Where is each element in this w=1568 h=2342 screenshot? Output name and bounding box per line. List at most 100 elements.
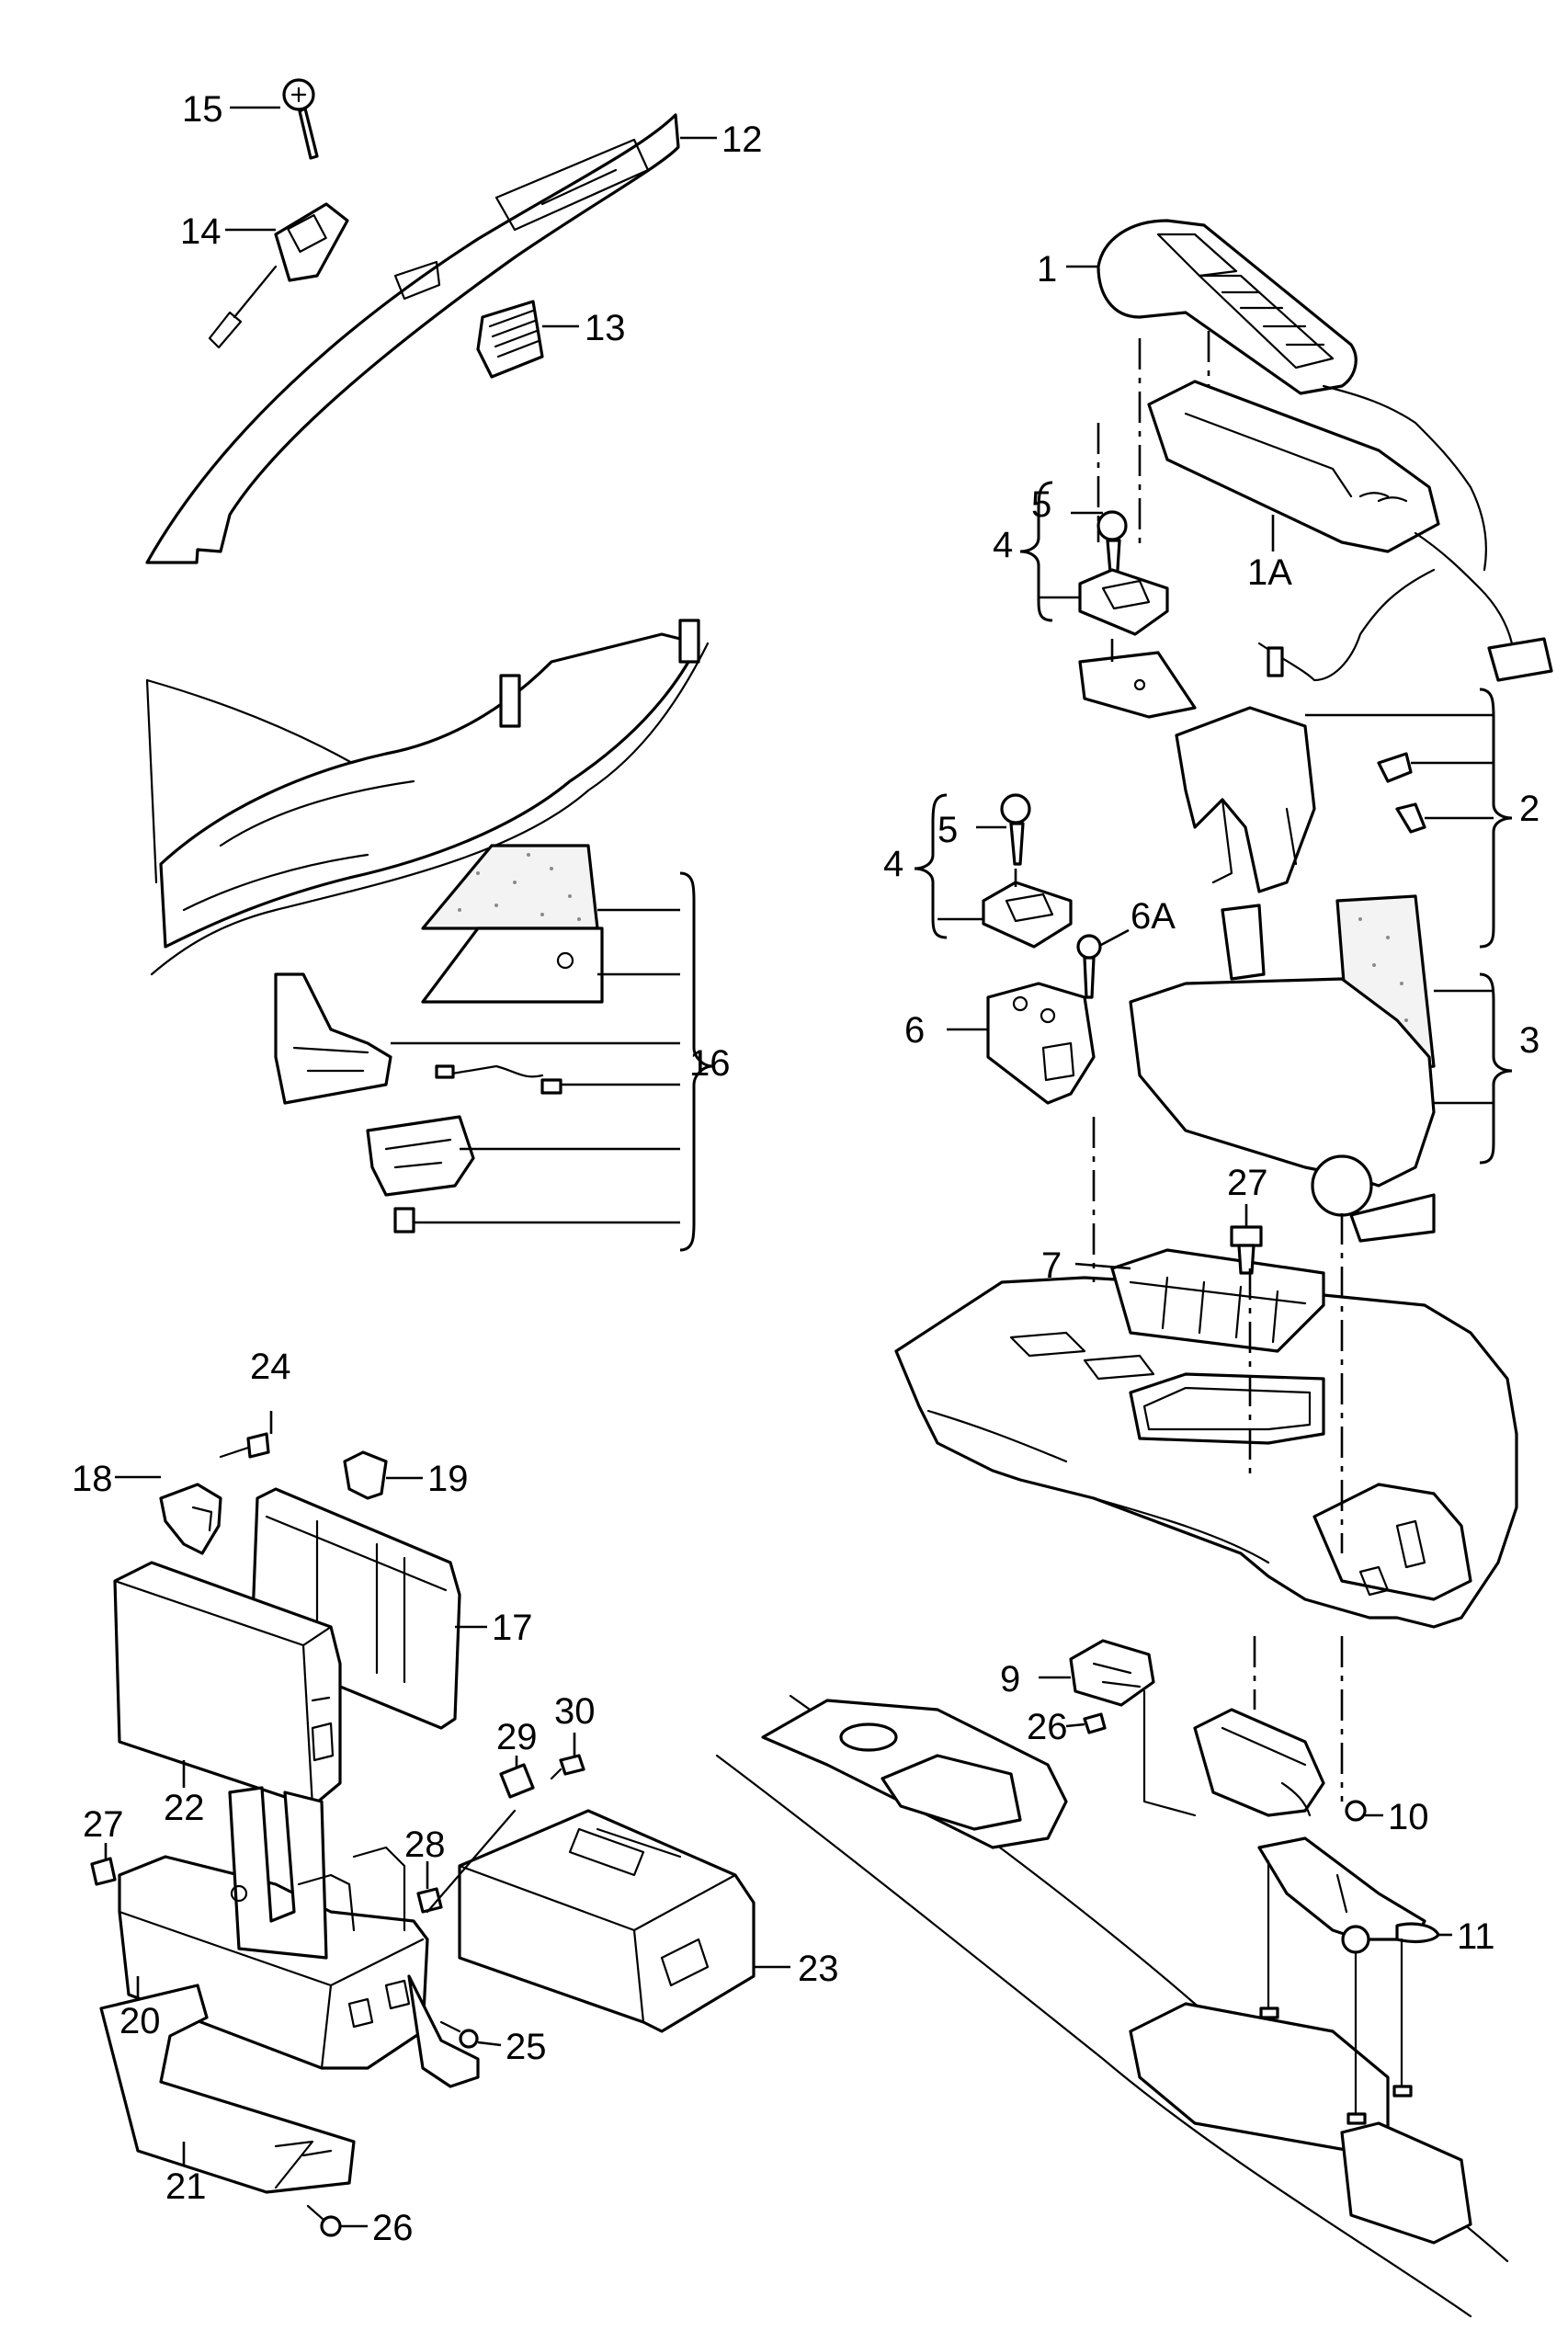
callout-7: 7 [1041, 1245, 1062, 1286]
clip-2 [1395, 802, 1426, 834]
cap-4-upper-recess [1101, 579, 1151, 610]
screw-5-lower-head [1000, 793, 1031, 824]
carrier-20-uprights [228, 1786, 328, 1960]
washer-10 [1345, 1800, 1367, 1822]
bracket-21-tab [407, 1974, 480, 2088]
bolt-27-shank [1237, 1244, 1256, 1275]
callout-1a: 1A [1247, 552, 1292, 593]
clip-29 [499, 1763, 535, 1799]
callout-5-upper: 5 [1031, 484, 1051, 525]
console-front-slots [1009, 1331, 1155, 1381]
bolt-28 [416, 1887, 443, 1914]
pillar-trim-window [393, 260, 441, 301]
bracket-21-cross [274, 2140, 333, 2189]
leader-26-right [1065, 1722, 1085, 1728]
armrest-lid-3 [1129, 977, 1436, 1188]
callout-30: 30 [554, 1691, 596, 1732]
bracket-9 [1069, 1639, 1155, 1707]
control-unit-22 [113, 1561, 342, 1808]
cable-16 [439, 1064, 544, 1078]
pillar-leaders [225, 106, 1275, 551]
armrest-hinge [1349, 1193, 1436, 1243]
bracket-arm-2 [1175, 706, 1316, 893]
pillar-trim-slot-detail [540, 168, 618, 206]
bracket-arm-detail [1211, 798, 1298, 884]
cradle-cord [1414, 531, 1514, 645]
carrier-20-edges [118, 1910, 425, 2070]
part-2-brace [1479, 688, 1513, 949]
floor-bracket-group [715, 1639, 1509, 2318]
module-6-hole-b [1040, 1007, 1056, 1024]
cradle-16-detail [384, 1138, 452, 1169]
audi-rings [1358, 492, 1408, 503]
radio-23-detail [568, 1827, 710, 1987]
tunnel-recess [881, 1754, 1022, 1831]
callout-21: 21 [165, 2166, 207, 2207]
dashboard-frame [159, 632, 700, 949]
callout-25: 25 [506, 2027, 547, 2067]
kit-16-brace [679, 871, 713, 1252]
screw-26-left-shank [306, 2204, 325, 2222]
bolt-27-head [1230, 1225, 1263, 1247]
callout-27-right: 27 [1227, 1163, 1268, 1203]
bracket-21 [99, 1984, 356, 2194]
callout-12: 12 [722, 119, 763, 160]
pillar-trim-slot [494, 138, 650, 232]
cradle-16 [366, 1115, 475, 1197]
control-unit-22-edges [113, 1579, 333, 1808]
callout-19: 19 [427, 1459, 469, 1499]
pillar-trim-12 [145, 113, 680, 564]
center-console-group [894, 1204, 1518, 1629]
callout-28: 28 [404, 1825, 446, 1865]
electronics-group [90, 1411, 790, 2237]
plate-hole [1133, 678, 1146, 691]
callout-5-lower: 5 [937, 810, 958, 850]
screw-5-upper-head [1096, 510, 1128, 541]
callout-labels: 15 12 14 13 1 1A 5 4 2 5 4 6A 6 3 16 27 … [72, 89, 1540, 2248]
tunnel-cup [839, 1722, 898, 1752]
leader-6a [1100, 928, 1130, 947]
screw-2 [1377, 752, 1413, 783]
bracket-11-tab [1395, 1922, 1440, 1944]
callout-6a: 6A [1131, 896, 1176, 937]
radio-23-edges [458, 1864, 737, 2024]
callout-23: 23 [798, 1949, 839, 1989]
callout-22: 22 [164, 1788, 205, 1828]
tunnel-rear-pad [1129, 2002, 1390, 2153]
handset-cord [1322, 384, 1487, 572]
pad-16-hole [556, 951, 574, 970]
dashboard-tab-left [499, 674, 521, 728]
dashboard-ribs [182, 779, 415, 912]
console-lower-edge [926, 1409, 1270, 1564]
dashboard-tab-right [678, 619, 700, 664]
phone-group [1078, 219, 1553, 1243]
screw-15-cross [290, 86, 307, 103]
screw-30 [559, 1754, 585, 1776]
cap-4-lower-recess [1005, 892, 1054, 923]
clip-19 [343, 1450, 388, 1500]
callout-16: 16 [689, 1043, 731, 1084]
callout-14: 14 [180, 211, 222, 252]
callout-26-left: 26 [372, 2208, 414, 2248]
part-2-leaders [1305, 713, 1494, 820]
screw-15-shank [298, 107, 319, 160]
callout-10: 10 [1388, 1797, 1429, 1837]
mounting-plate-2 [1078, 651, 1197, 719]
nut-27-left [90, 1857, 117, 1886]
pad-16-speckle [458, 853, 581, 921]
bracket-14-wire [208, 265, 278, 349]
brace-4-upper [1019, 481, 1053, 622]
leader-25 [477, 2041, 502, 2047]
callout-26-right: 26 [1027, 1707, 1068, 1747]
cap-screw-upper [1019, 481, 1169, 636]
connector-16-a [435, 1064, 455, 1079]
bracket-11-bolts [1267, 1859, 1403, 2116]
insert-7 [1110, 1248, 1325, 1353]
bolt-28-line [426, 1809, 517, 1914]
grille-13 [476, 300, 544, 379]
cap-4-lower [982, 881, 1073, 949]
assembly-lines [1014, 331, 1344, 1802]
module-6 [986, 982, 1096, 1105]
bracket-11-hole [1341, 1925, 1370, 1954]
